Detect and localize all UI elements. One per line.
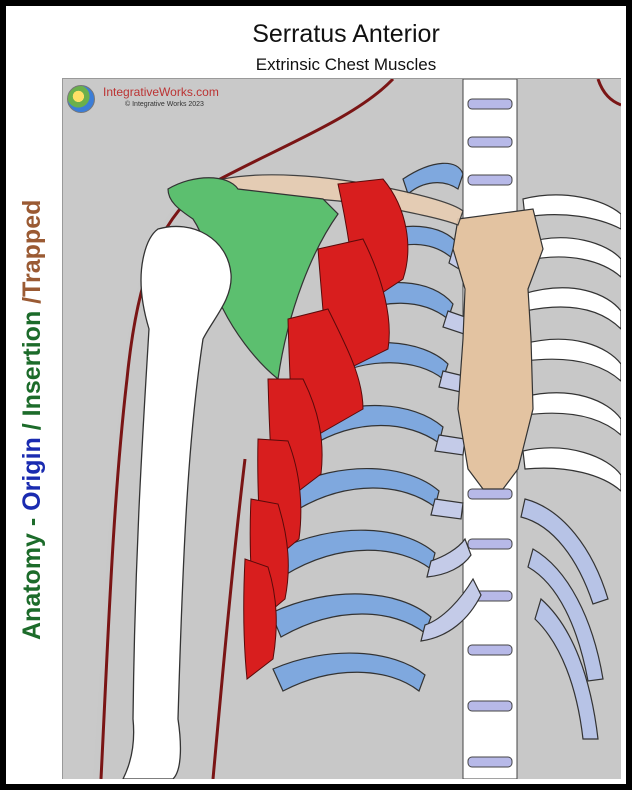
right-ribs: [522, 194, 621, 492]
scapula-insertion: [167, 177, 339, 381]
brand-site[interactable]: IntegrativeWorks.com: [103, 85, 219, 99]
body-contour-left: [99, 79, 395, 779]
legend-insertion: Insertion: [18, 310, 46, 417]
side-legend: Anatomy - Origin / Insertion /Trapped: [18, 200, 47, 640]
brand-logo-icon: [67, 85, 95, 113]
legend-trapped: /Trapped: [18, 199, 46, 304]
legend-separator: /: [18, 423, 46, 431]
muscle-slip-7: [243, 558, 277, 680]
brand-block: IntegrativeWorks.com © Integrative Works…: [67, 83, 232, 115]
page-title: Serratus Anterior: [252, 20, 440, 48]
body-contour-right: [596, 79, 621, 107]
arm-contour: [211, 458, 247, 779]
legend-origin: Origin: [18, 437, 46, 511]
serratus-anterior-muscle: [243, 178, 409, 680]
humerus: [122, 225, 232, 779]
legend-anatomy: Anatomy -: [18, 517, 46, 640]
brand-copyright: © Integrative Works 2023: [125, 101, 204, 108]
page-subtitle: Extrinsic Chest Muscles: [255, 55, 437, 74]
anatomy-illustration: IntegrativeWorks.com © Integrative Works…: [62, 78, 621, 779]
sternum: [452, 208, 544, 490]
anatomy-svg: [93, 79, 621, 779]
right-lower-ribs: [520, 498, 609, 740]
